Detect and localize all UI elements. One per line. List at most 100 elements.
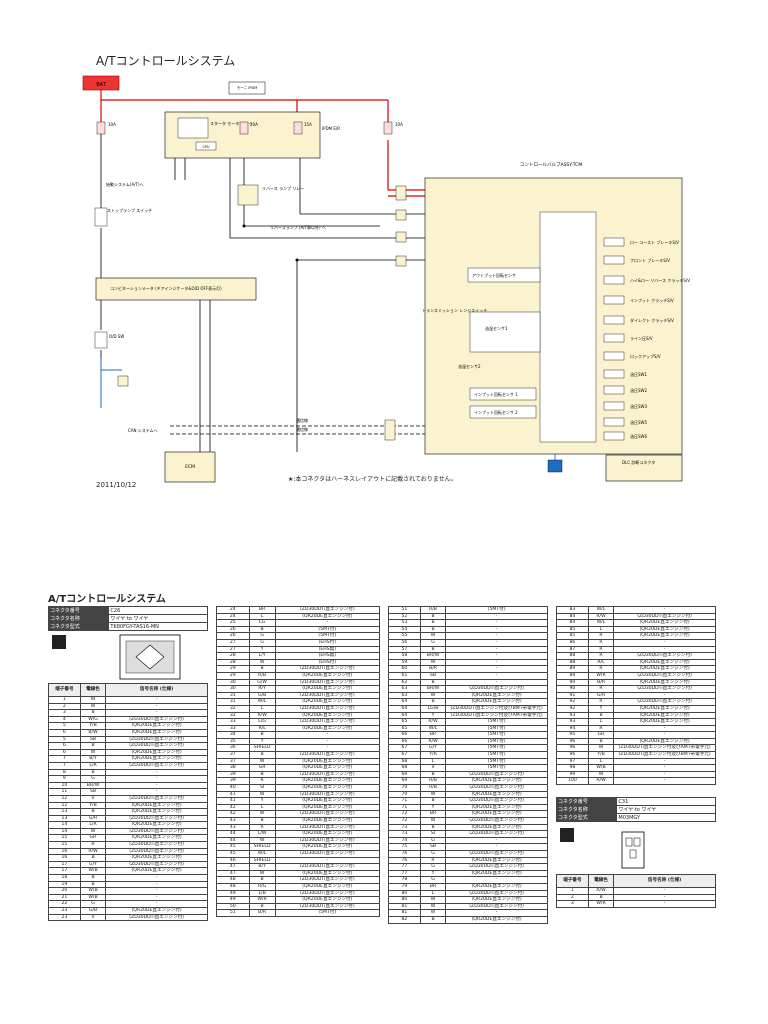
pin-number: 7 — [48, 761, 81, 770]
signal-name: - — [445, 652, 548, 660]
od-switch — [94, 331, 108, 349]
pin-number: 20 — [48, 887, 81, 895]
wire-color: W — [248, 790, 276, 799]
signal-name: - — [613, 691, 716, 700]
output-sensor-label: アウトプット回転センサ — [472, 272, 516, 278]
pin-number: 67 — [388, 751, 421, 759]
pin-number: 26 — [216, 625, 250, 634]
pressure-sw-label: 油圧SW2 — [630, 387, 647, 393]
signal-name: (ZD30DDTi直エンジン付) — [274, 751, 381, 759]
wire-color: B — [79, 768, 107, 777]
wire-color: W/L — [248, 849, 276, 858]
signal-name: (ZD30DDTi直エンジン付) — [274, 665, 381, 673]
signal-name: (QR20DE直エンジン付) — [105, 755, 208, 763]
connector-face-icon — [52, 635, 66, 649]
pin-number: 28 — [216, 652, 250, 660]
pin-number: 31 — [216, 691, 250, 700]
signal-name: (ZD30DDTi直エンジン付) — [445, 863, 548, 871]
signal-name: (ZD30DDTi直エンジン付) — [105, 913, 208, 922]
wire-color: BR — [419, 882, 447, 891]
wire-color: G — [79, 900, 107, 908]
pin-number: 88 — [556, 652, 589, 660]
pin-number: 9 — [48, 775, 81, 783]
wire-color: B — [248, 876, 276, 884]
wire-color: R/B — [419, 777, 447, 786]
wire-color: R/W — [587, 612, 615, 621]
connector-illustration — [48, 631, 208, 683]
signal-name: (QR20DE直エンジン付) — [105, 907, 208, 915]
pin-number: 58 — [388, 652, 421, 660]
signal-name: (QR20DE直エンジン付) — [105, 808, 208, 816]
wire-color: SHIELD — [248, 744, 276, 753]
signal-name: (5MT付) — [445, 764, 548, 772]
wire-color: R/B — [419, 784, 447, 792]
signal-name: (ZD30DDTi直エンジン付) — [445, 830, 548, 838]
wire-color: R — [248, 823, 276, 832]
fuse-15a-label: 15A — [304, 122, 312, 127]
info-value: C31 — [616, 797, 716, 807]
wire-color: R/W — [419, 718, 447, 726]
signal-name: - — [445, 836, 548, 845]
wire-color: G/B — [248, 691, 276, 700]
wire-color: SB — [79, 735, 107, 744]
wire-color: B — [419, 625, 447, 634]
signal-name: (5MT付) — [274, 632, 381, 640]
wire-color: SHIELD — [248, 856, 276, 865]
pin-number: 74 — [388, 836, 421, 845]
signal-name: (5MT付) — [445, 757, 548, 766]
pin-number: 38 — [216, 764, 250, 772]
pin-number: 24 — [216, 612, 250, 621]
signal-name: (ZD30DDTi直エンジン付) — [445, 889, 548, 898]
wire-color: W — [587, 770, 615, 779]
wire-color: L/R — [79, 821, 107, 829]
pin-number: 1 — [48, 696, 81, 704]
pin-number: 76 — [388, 856, 421, 865]
wire-color: G/Y — [79, 860, 107, 869]
signal-name: (ZD30DDTi直エンジン付及びAMT帯電手元) — [445, 711, 548, 720]
wire-color: R — [587, 685, 615, 693]
signal-name: - — [445, 619, 548, 627]
signal-name: (QR20DE直エンジン付) — [274, 698, 381, 706]
wire-color: W/R — [587, 900, 615, 908]
pin-number: 32 — [216, 704, 250, 713]
signal-name: (ZD30DDTi直エンジン付) — [274, 836, 381, 845]
wire-color: L — [587, 718, 615, 726]
input-sensor2-label: インプット回転センサ 2 — [474, 409, 518, 415]
wire-color: B — [79, 709, 107, 717]
pressure-sw-label: 油圧SW6 — [630, 433, 647, 439]
wire-color: B — [419, 619, 447, 627]
signal-name: (QR20DE直エンジン付) — [274, 817, 381, 825]
wire-color: W — [419, 817, 447, 825]
pin-number: 72 — [388, 817, 421, 825]
combination-meter-label: コンビネーションメータ (ギアインジケータ&O/D OFF表示灯) — [110, 285, 222, 291]
pin-number: 81 — [388, 909, 421, 917]
pin-number: 40 — [216, 784, 250, 792]
signal-name: (5MT付) — [445, 731, 548, 739]
